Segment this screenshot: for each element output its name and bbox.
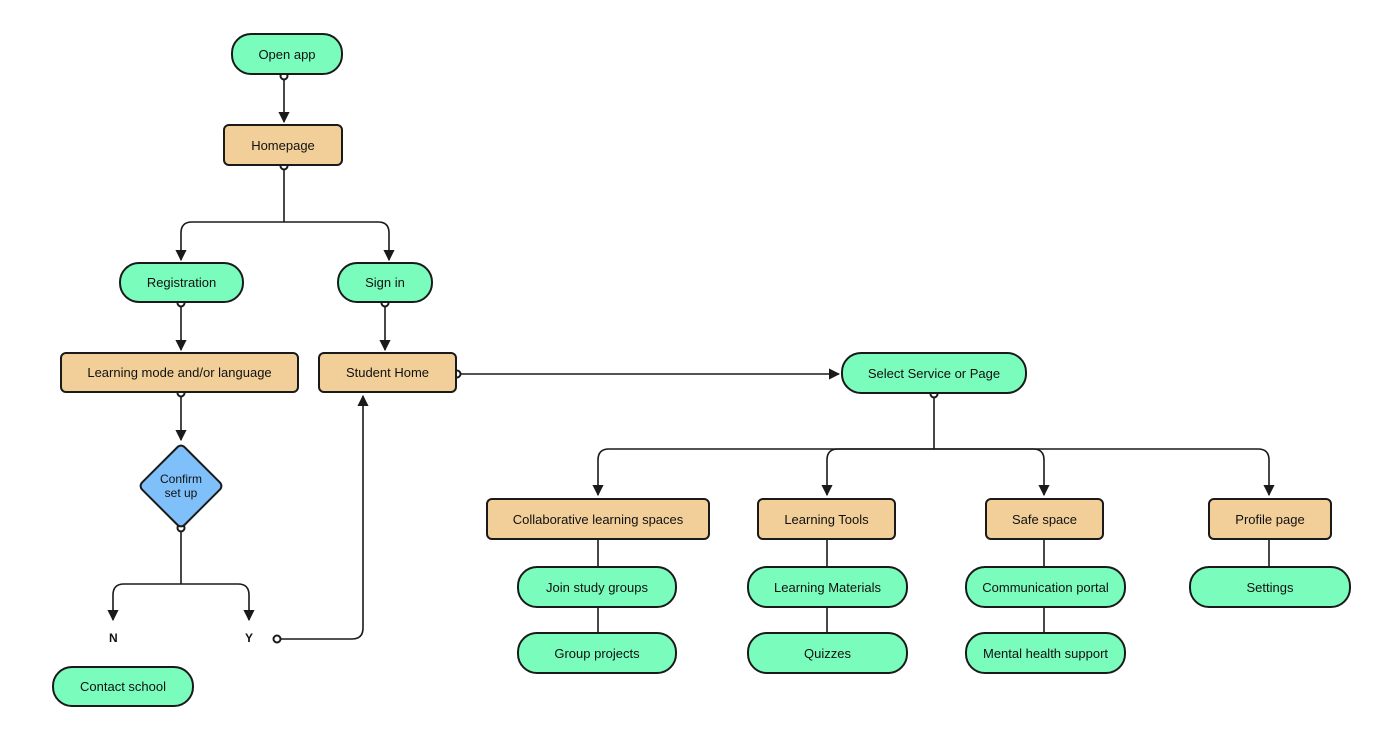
node-collab-spaces: Collaborative learning spaces	[486, 498, 710, 540]
edge-to-yes	[181, 583, 255, 622]
node-comm-portal: Communication portal	[965, 566, 1126, 608]
node-homepage: Homepage	[223, 124, 343, 166]
node-learning-mode: Learning mode and/or language	[60, 352, 299, 393]
edge-to-tools	[821, 448, 934, 497]
edge-to-profile	[934, 448, 1275, 497]
node-student-home: Student Home	[318, 352, 457, 393]
node-safe-space: Safe space	[985, 498, 1104, 540]
label-no: N	[109, 631, 118, 645]
edge-yes-to-student-home	[277, 394, 369, 640]
label-yes: Y	[245, 631, 254, 645]
node-learning-tools: Learning Tools	[757, 498, 896, 540]
confirm-label: Confirm set up	[141, 472, 221, 500]
node-open-app: Open app	[231, 33, 343, 75]
confirm-label-line1: Confirm	[159, 472, 202, 486]
edge-to-no	[107, 583, 181, 622]
node-group-projects: Group projects	[517, 632, 677, 674]
node-quizzes: Quizzes	[747, 632, 908, 674]
edge-to-registration	[175, 221, 284, 262]
port-dot	[272, 634, 282, 644]
node-sign-in: Sign in	[337, 262, 433, 303]
node-learning-materials: Learning Materials	[747, 566, 908, 608]
node-select-service: Select Service or Page	[841, 352, 1027, 394]
node-join-groups: Join study groups	[517, 566, 677, 608]
confirm-label-line2: set up	[164, 486, 198, 500]
edge-to-signin	[284, 221, 395, 262]
node-settings: Settings	[1189, 566, 1351, 608]
node-mental-health: Mental health support	[965, 632, 1126, 674]
node-contact-school: Contact school	[52, 666, 194, 707]
node-registration: Registration	[119, 262, 244, 303]
edge-to-collab	[592, 448, 934, 497]
edge-to-safe	[934, 448, 1050, 497]
node-profile-page: Profile page	[1208, 498, 1332, 540]
